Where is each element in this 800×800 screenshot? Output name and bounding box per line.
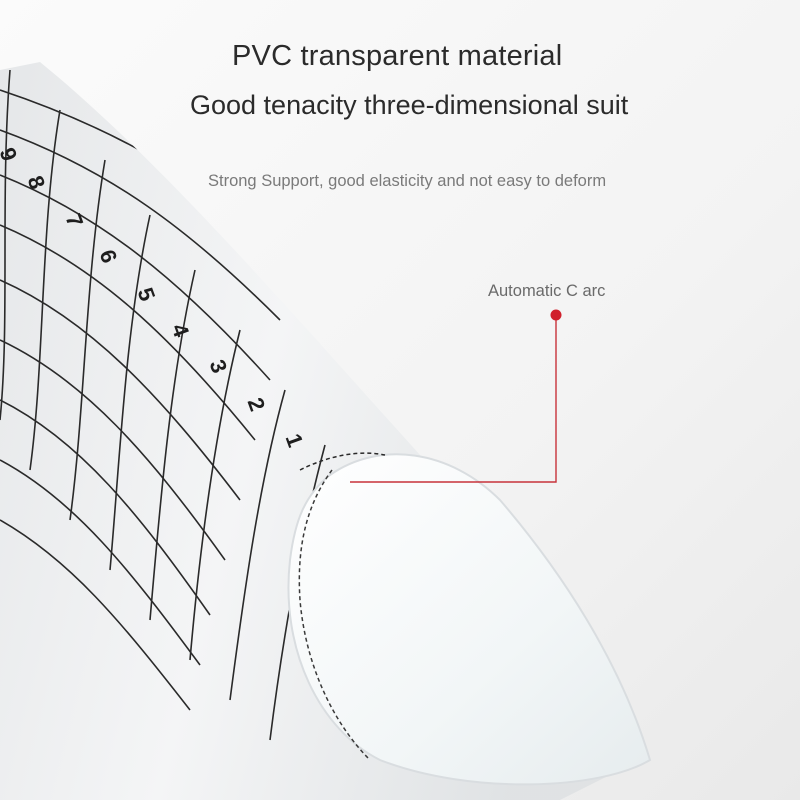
callout-dot-icon xyxy=(550,309,562,321)
subheading: Good tenacity three-dimensional suit xyxy=(190,90,629,120)
callout-label: Automatic C arc xyxy=(488,282,606,300)
caption: Strong Support, good elasticity and not … xyxy=(208,172,607,190)
c-arc-opening xyxy=(287,453,652,786)
heading: PVC transparent material xyxy=(232,40,563,72)
callout-line xyxy=(350,315,557,483)
